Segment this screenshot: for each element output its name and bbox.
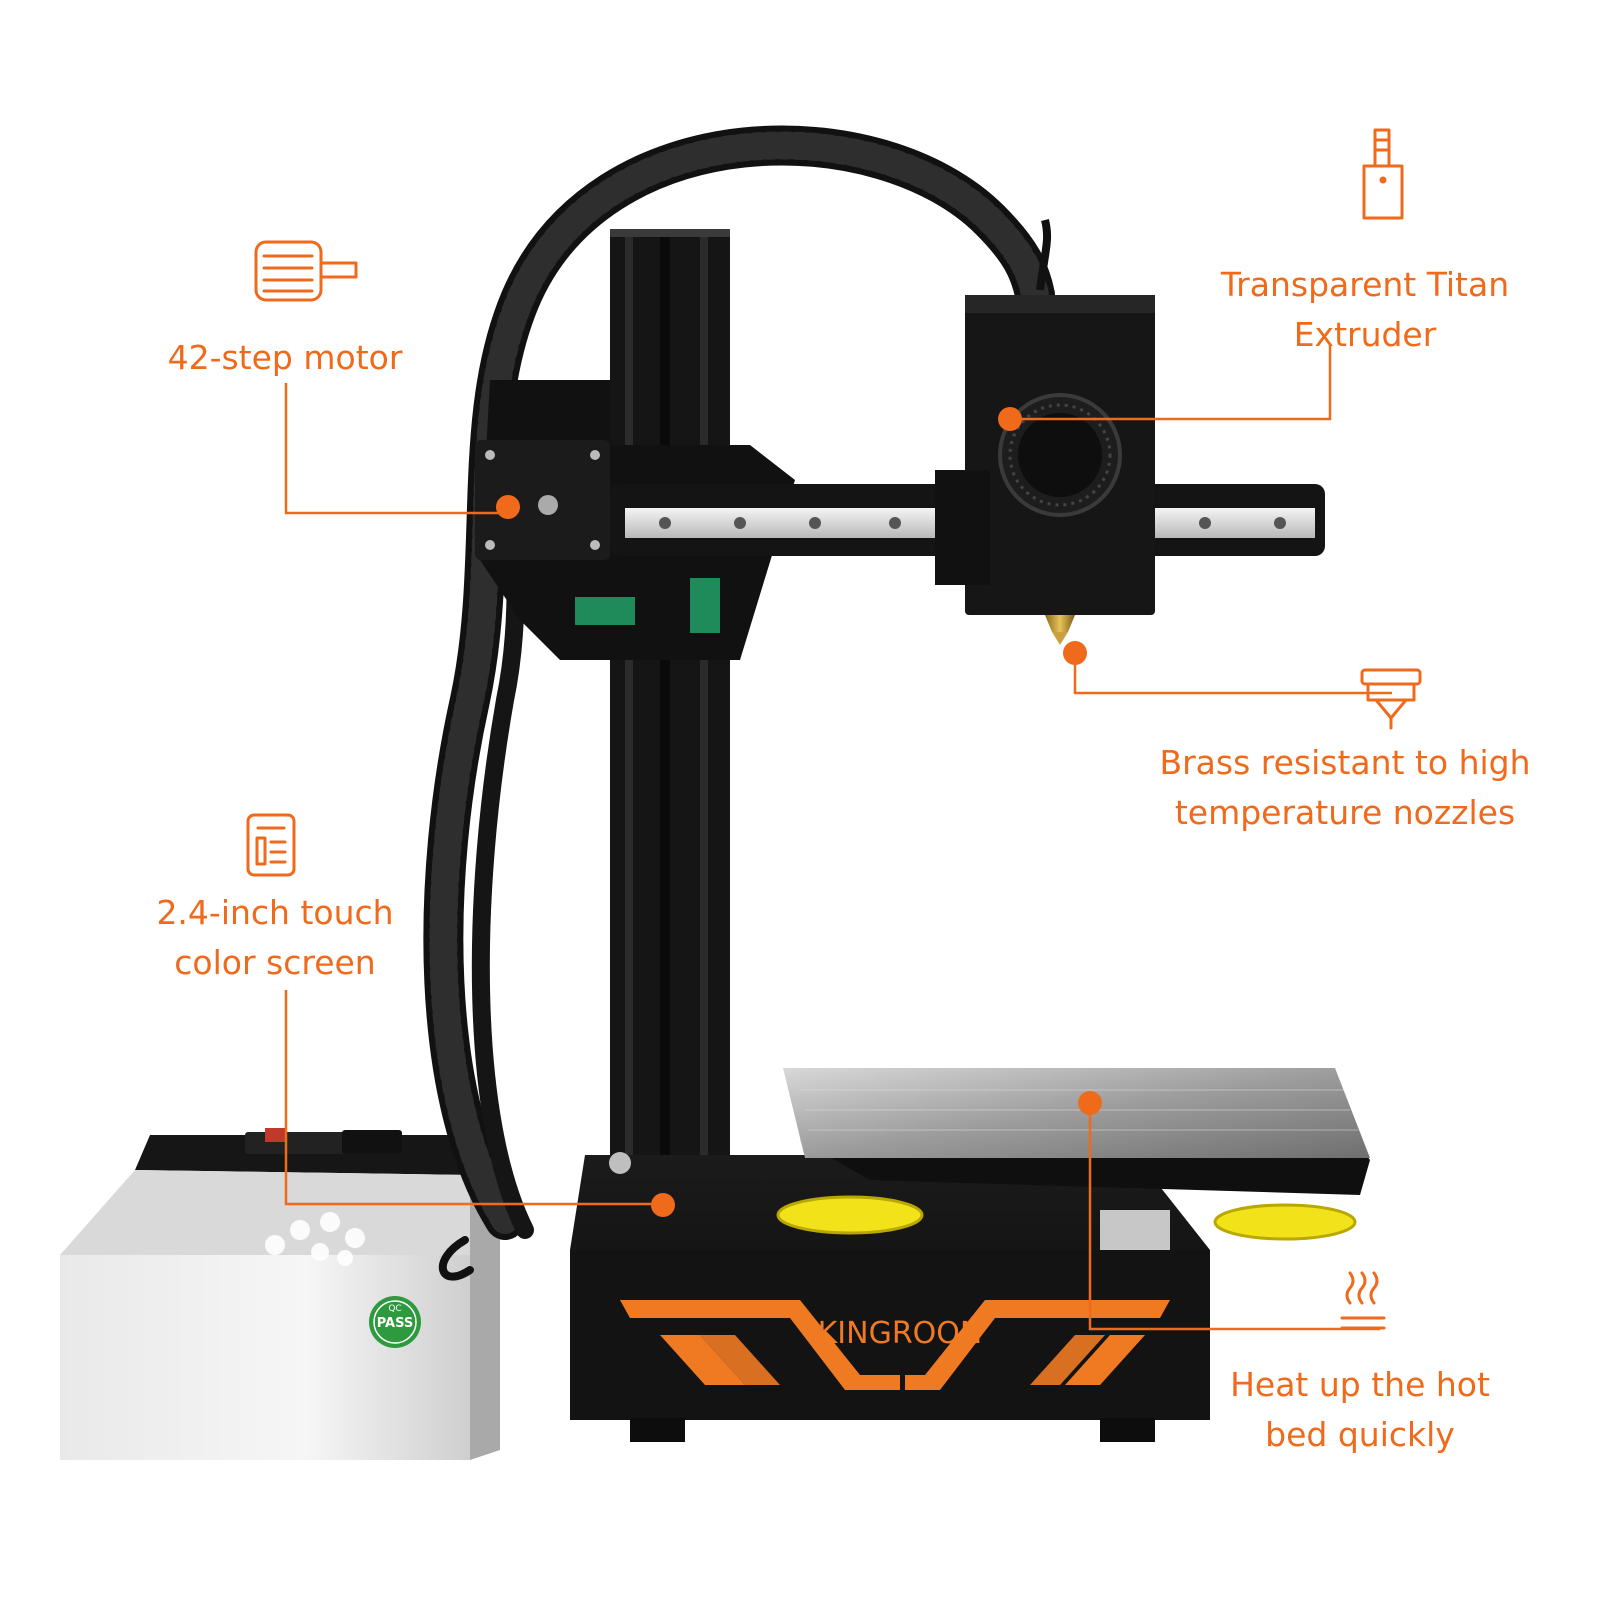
touch-screen-icon (246, 813, 296, 877)
extruder-icon (1362, 128, 1404, 220)
motor-callout-label: 42-step motor (167, 338, 403, 377)
heated-bed-icon (1340, 1271, 1386, 1330)
bed-callout-label: Heat up the hot bed quickly (1230, 1365, 1490, 1454)
qc-pass-badge: QC PASS (369, 1296, 421, 1348)
printer-base: KINGROON (570, 1155, 1210, 1442)
screen-callout-dot (651, 1193, 675, 1217)
qc-badge-top-text: QC (388, 1304, 401, 1314)
nozzle-callout-label: Brass resistant to high temperature nozz… (1159, 743, 1531, 832)
motor-leader-line (284, 383, 508, 515)
callout-dots (496, 407, 1102, 1217)
extruder-callout-dot (998, 407, 1022, 431)
heated-bed (609, 1068, 1370, 1250)
base-decoration (620, 1300, 1170, 1390)
z-axis-extrusion (610, 229, 730, 1229)
screen-leader-line (284, 990, 663, 1206)
callout-lines (284, 344, 1392, 1331)
stepper-motor (475, 440, 610, 560)
bed-callout-dot (1078, 1091, 1102, 1115)
stepper-motor-icon (254, 240, 358, 302)
motor-callout-dot (496, 495, 520, 519)
bed-leader-line (1088, 1103, 1380, 1331)
nozzle-callout-dot (1063, 641, 1087, 665)
nozzle-icon (1360, 668, 1422, 730)
extruder-head (935, 219, 1155, 645)
extruder-callout-label: Transparent Titan Extruder (1220, 265, 1510, 354)
extruder-leader-line (1015, 344, 1332, 421)
screen-callout-label: 2.4-inch touch color screen (156, 893, 394, 982)
kingroon-logo-text: KINGROON (818, 1316, 983, 1351)
nozzle-leader-line (1073, 655, 1392, 695)
power-supply (60, 1128, 500, 1460)
qc-badge-main-text: PASS (377, 1316, 414, 1331)
